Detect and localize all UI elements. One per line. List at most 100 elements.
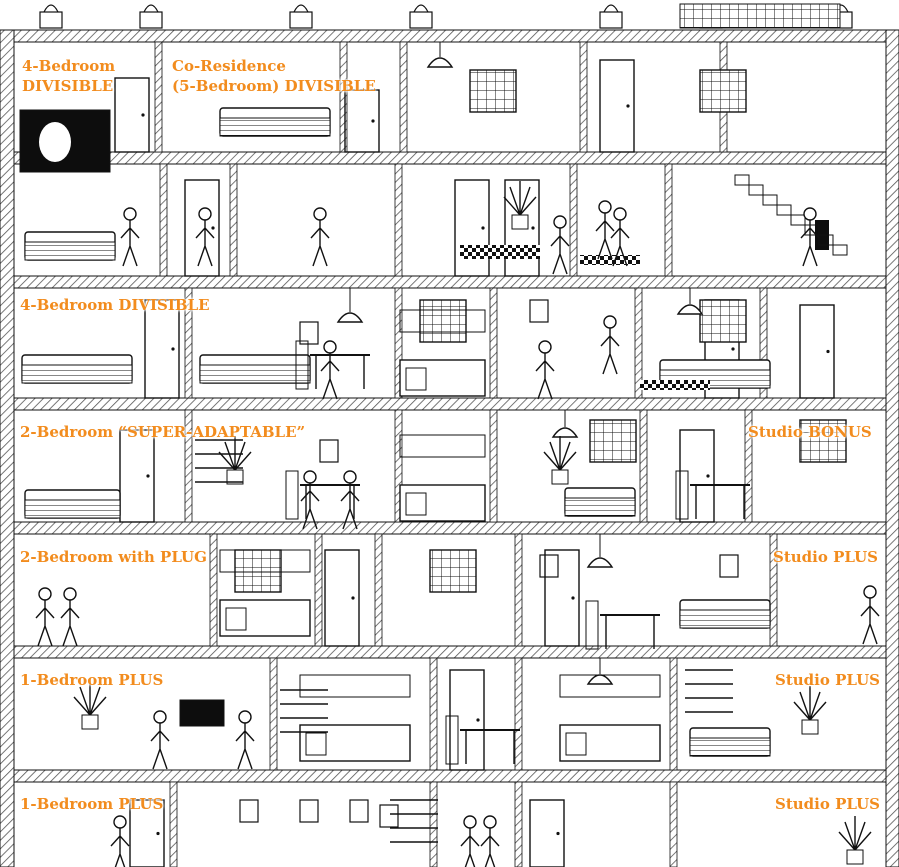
tv-figure [39,122,71,162]
kitchen-counter [399,484,486,522]
door-knob [571,596,575,600]
floor-slab [0,521,899,535]
interior-wall [569,163,578,277]
door [454,179,490,277]
interior-wall [669,781,678,867]
floor-slab [0,151,899,165]
window [699,299,747,343]
window [799,419,847,463]
interior-wall [184,409,193,523]
oven [305,732,327,756]
oven [405,367,427,391]
door-knob [826,349,830,354]
door [449,669,485,771]
rug [580,255,640,265]
door [114,77,150,153]
floor-slab [0,397,899,411]
person-head [198,207,212,221]
door [184,179,220,277]
kitchen-counter [559,724,661,762]
person-body [35,600,55,647]
floor-slab [0,769,899,783]
window [699,69,747,113]
outer-wall-right [885,29,899,867]
stair-step [748,184,764,196]
sofa-cushion [24,499,121,519]
person-body [595,213,615,260]
pendant-lamp [336,312,364,323]
person-body [800,220,820,267]
kitchen-counter [219,599,311,637]
person-head [323,340,337,354]
chair [445,715,459,765]
person-body [860,598,880,645]
floor-slab [0,29,899,43]
door [144,299,180,399]
plant-pot [226,469,244,485]
interior-wall [209,533,218,647]
interior-wall [154,41,163,153]
plant-pot [551,469,569,485]
door-knob [626,104,630,108]
person-head [113,815,127,829]
roof-railing [679,3,841,29]
door [544,549,580,647]
plant-pot [511,214,529,230]
stair-step [776,204,792,216]
person-body [60,600,80,647]
wall-frame [379,804,399,828]
window [589,419,637,463]
unit-label-line: 1-Bedroom PLUS [20,795,164,813]
upper-cabinet [399,434,486,458]
planter [39,11,63,29]
door-knob [351,596,355,600]
window [419,299,467,343]
pendant-lamp [676,304,704,315]
planter [289,11,313,29]
interior-wall [169,781,178,867]
window [429,549,477,593]
plant-pot [801,719,819,735]
unit-label-studio-bonus: Studio BONUS [748,422,872,442]
interior-wall [634,287,643,399]
unit-label-line: Studio PLUS [775,671,880,689]
door-knob [141,113,145,117]
door-knob [146,474,150,478]
planter [139,11,163,29]
planter [599,11,623,29]
sofa-cushion [21,364,133,384]
oven [405,492,427,516]
door-knob [371,119,375,123]
person-head [343,470,357,484]
floor-slab [0,275,899,289]
interior-wall [669,657,678,771]
door-knob [531,226,535,230]
plant-leaves [218,436,252,471]
interior-wall [399,41,408,153]
unit-label-line: 2-Bedroom with PLUG [20,548,207,566]
wall-frame [539,554,559,578]
wall-frame [319,439,339,463]
sofa-cushion [679,609,771,629]
person-head [538,340,552,354]
person-body [480,828,500,867]
interior-wall [759,287,768,399]
person-head [863,585,877,599]
unit-label-2-bedroom-super-adaptable: 2-Bedroom “SUPER-ADAPTABLE” [20,422,305,442]
person-head [803,207,817,221]
sofa-cushion [199,364,311,384]
person-body [340,483,360,530]
floor-slabs [0,29,899,783]
oven [225,607,247,631]
interior-wall [314,533,323,647]
upper-cabinet [399,309,486,333]
plant-leaves [838,816,872,851]
person-head [463,815,477,829]
furniture-and-figures [19,3,880,867]
door-knob [171,347,175,351]
interior-wall [514,533,523,647]
interior-wall [394,287,403,399]
chair [675,470,689,520]
door-knob [211,226,215,230]
